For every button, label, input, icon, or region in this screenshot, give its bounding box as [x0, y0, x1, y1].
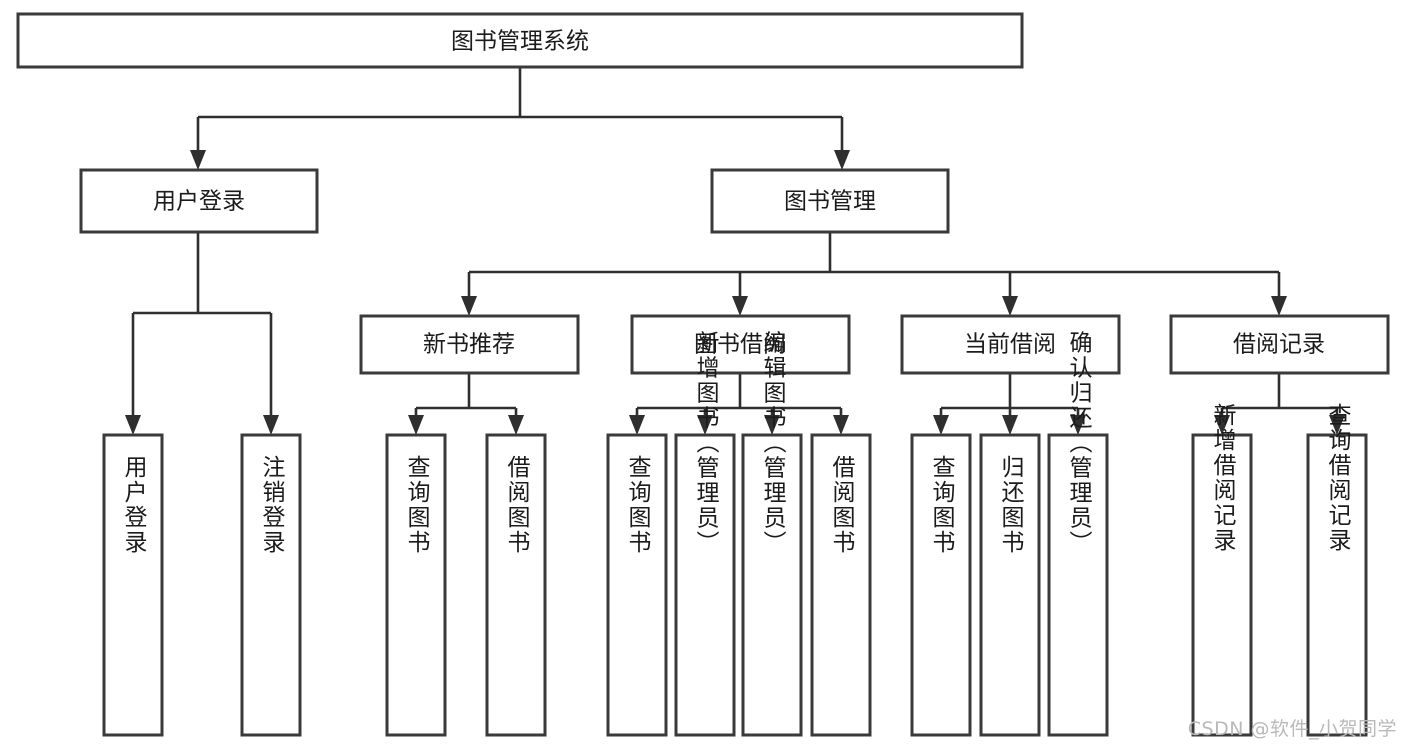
node-root-label: 图书管理系统	[451, 29, 589, 55]
node-borrow-record-label: 借阅记录	[1233, 332, 1325, 358]
node-leaf-return-book-label: 归还图书	[997, 455, 1025, 555]
node-leaf-confirm-return-label: 确认归还（管理员）	[1065, 331, 1093, 556]
connector-book-borrow-to-leaves	[629, 373, 849, 435]
node-leaf-query-book-1[interactable]: 查询图书	[385, 433, 447, 737]
node-current-borrow[interactable]: 当前借阅	[900, 314, 1121, 375]
node-leaf-borrow-book-2[interactable]: 借阅图书	[810, 433, 872, 737]
node-leaf-logout[interactable]: 注销登录	[240, 433, 302, 737]
node-leaf-borrow-book-1-label: 借阅图书	[503, 455, 531, 555]
node-leaf-add-record-label: 新增借阅记录	[1209, 403, 1237, 553]
node-book-borrow[interactable]: 图书借阅	[630, 314, 851, 375]
node-leaf-return-book[interactable]: 归还图书	[979, 433, 1041, 737]
node-root[interactable]: 图书管理系统	[16, 12, 1024, 69]
node-user-login[interactable]: 用户登录	[79, 168, 319, 234]
node-new-book-rec-label: 新书推荐	[423, 332, 515, 358]
connector-current-borrow-to-leaves	[933, 373, 1086, 435]
node-leaf-borrow-book-1[interactable]: 借阅图书	[485, 433, 547, 737]
node-book-manage-label: 图书管理	[784, 189, 876, 215]
node-leaf-edit-book-label: 编辑图书（管理员）	[759, 331, 787, 556]
node-leaf-query-record[interactable]: 查询借阅记录	[1306, 403, 1368, 737]
connector-user-login-to-leaves	[125, 232, 279, 435]
node-borrow-record[interactable]: 借阅记录	[1169, 314, 1390, 375]
node-leaf-confirm-return[interactable]: 确认归还（管理员）	[1047, 331, 1109, 737]
node-leaf-logout-label: 注销登录	[258, 455, 286, 555]
node-leaf-query-book-3-label: 查询图书	[928, 455, 956, 555]
node-leaf-add-book[interactable]: 新增图书（管理员）	[674, 331, 736, 737]
node-new-book-rec[interactable]: 新书推荐	[359, 314, 580, 375]
node-leaf-query-book-2-label: 查询图书	[624, 455, 652, 555]
node-current-borrow-label: 当前借阅	[964, 332, 1056, 358]
connector-book-manage-to-level3	[461, 232, 1287, 316]
node-leaf-query-book-2[interactable]: 查询图书	[606, 433, 668, 737]
connector-new-book-rec-to-leaves	[408, 373, 524, 435]
node-user-login-label: 用户登录	[153, 189, 245, 215]
node-leaf-query-book-1-label: 查询图书	[403, 455, 431, 555]
node-leaf-query-book-3[interactable]: 查询图书	[910, 433, 972, 737]
node-leaf-user-login-label: 用户登录	[120, 455, 148, 555]
node-book-manage[interactable]: 图书管理	[710, 168, 950, 234]
node-leaf-add-book-label: 新增图书（管理员）	[692, 331, 720, 556]
connector-borrow-record-to-leaves	[1214, 373, 1345, 435]
node-leaf-borrow-book-2-label: 借阅图书	[828, 455, 856, 555]
node-leaf-query-record-label: 查询借阅记录	[1324, 403, 1352, 553]
node-book-borrow-label: 图书借阅	[694, 332, 786, 358]
node-leaf-add-record[interactable]: 新增借阅记录	[1191, 403, 1253, 737]
connector-root-to-level2	[190, 67, 850, 170]
node-leaf-edit-book[interactable]: 编辑图书（管理员）	[741, 331, 803, 737]
node-leaf-user-login[interactable]: 用户登录	[102, 433, 164, 737]
